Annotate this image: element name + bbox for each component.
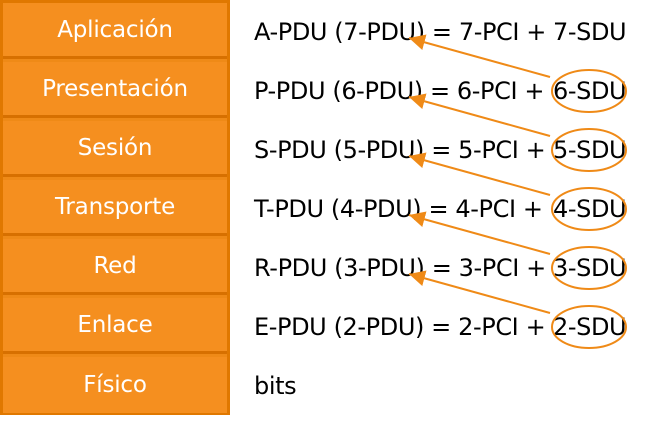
layer-fisico: Físico [3,357,227,413]
layer-label: Aplicación [57,16,173,43]
pdu-formula: A-PDU (7-PDU) = 7-PCI + [254,18,547,46]
sdu-7: 7-SDU [553,12,627,52]
sdu-label: 3-SDU [553,254,627,282]
pdu-formula: S-PDU (5-PDU) = 5-PCI + [254,136,546,164]
sdu-5: 5-SDU [553,130,627,170]
pdu-formula: E-PDU (2-PDU) = 2-PCI + [254,313,546,341]
layer-aplicacion: Aplicación [3,3,227,59]
pdu-formula: R-PDU (3-PDU) = 3-PCI + [254,254,546,282]
pdu-row-2: E-PDU (2-PDU) = 2-PCI + [254,307,546,347]
sdu-3: 3-SDU [553,248,627,288]
sdu-label: 5-SDU [553,136,627,164]
pdu-row-4: T-PDU (4-PDU) = 4-PCI + [254,189,543,229]
layer-transporte: Transporte [3,180,227,236]
sdu-label: 4-SDU [553,195,627,223]
pdu-formula: bits [254,372,297,400]
pdu-formula: T-PDU (4-PDU) = 4-PCI + [254,195,543,223]
layer-label: Red [93,252,137,279]
sdu-2: 2-SDU [553,307,627,347]
layer-enlace: Enlace [3,298,227,354]
sdu-6: 6-SDU [553,71,627,111]
sdu-label: 6-SDU [553,77,627,105]
layer-label: Transporte [54,193,176,220]
layer-red: Red [3,239,227,295]
pdu-row-1: bits [254,366,297,406]
pdu-row-5: S-PDU (5-PDU) = 5-PCI + [254,130,546,170]
pdu-formula: P-PDU (6-PDU) = 6-PCI + [254,77,545,105]
pdu-row-6: P-PDU (6-PDU) = 6-PCI + [254,71,544,111]
layer-label: Físico [83,372,147,398]
sdu-label: 7-SDU [553,18,627,46]
sdu-4: 4-SDU [553,189,627,229]
layer-sesion: Sesión [3,121,227,177]
layer-label: Sesión [77,134,153,161]
sdu-label: 2-SDU [553,313,627,341]
pdu-row-3: R-PDU (3-PDU) = 3-PCI + [254,248,546,288]
layer-presentacion: Presentación [3,62,227,118]
layer-stack: Aplicación Presentación Sesión Transport… [0,0,230,415]
layer-label: Presentación [42,75,188,102]
layer-label: Enlace [77,311,153,338]
pdu-row-7: A-PDU (7-PDU) = 7-PCI + [254,12,546,52]
